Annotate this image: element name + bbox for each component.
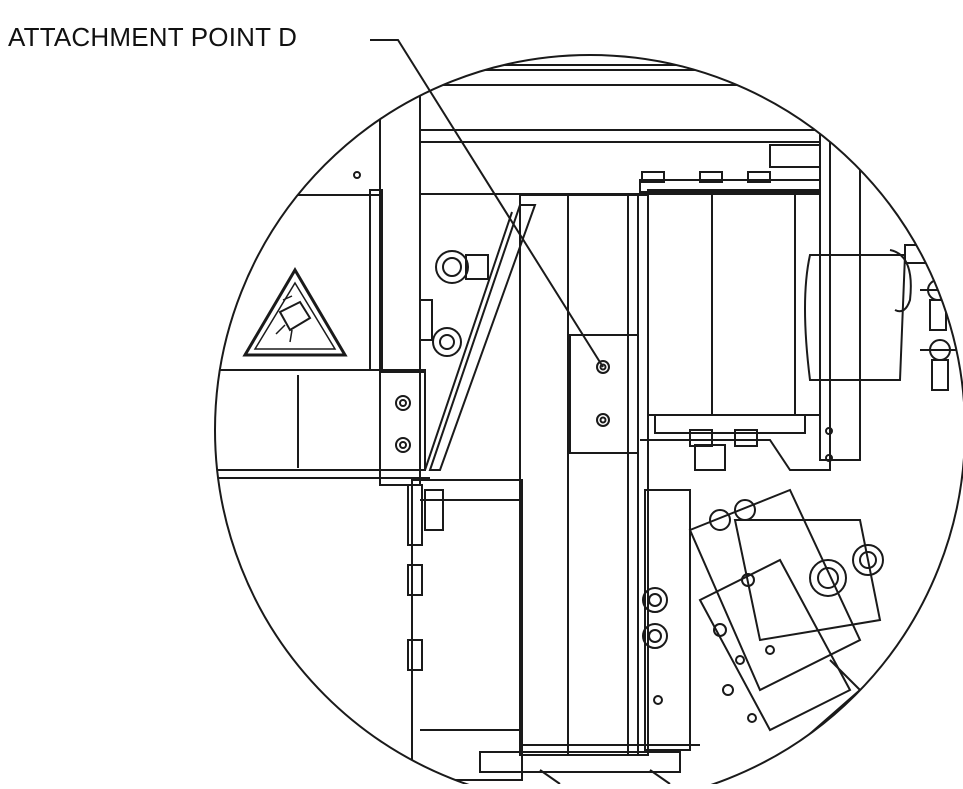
detail-circle-outline [214,54,963,789]
callout-leader-line [370,39,604,368]
attachment-bracket [569,334,639,454]
pipe-clamp [804,254,907,381]
hand-crush-warning-icon [242,267,348,357]
top-frame [229,55,831,91]
callout-label: ATTACHMENT POINT D [8,22,298,52]
attachment-point-hole [596,360,610,374]
diagonal-brace [428,204,537,471]
valve-assembly [688,488,884,761]
warning-panel [215,194,381,371]
